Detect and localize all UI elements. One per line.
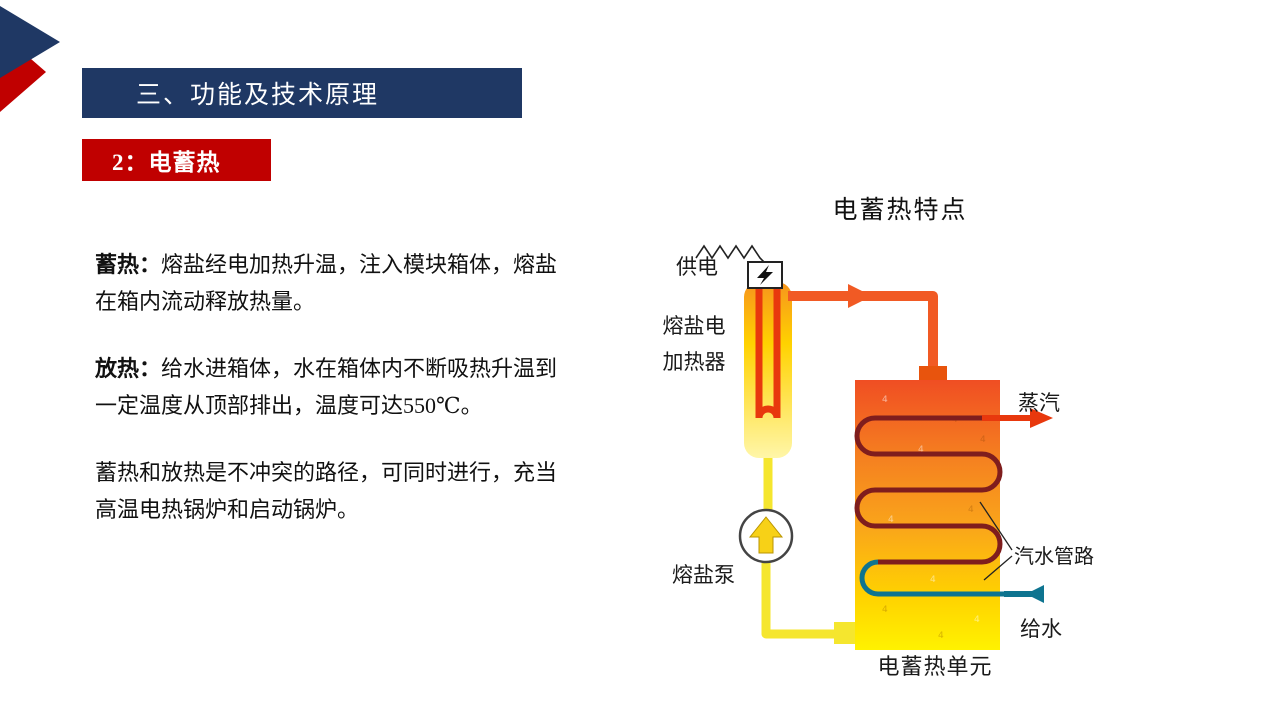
svg-text:4: 4 [980,435,986,445]
label-power: 供电 [676,255,718,279]
svg-text:4: 4 [882,395,888,405]
storage-tank-body [855,380,1000,650]
hot-pipe [788,291,938,386]
svg-text:4: 4 [882,605,888,615]
pipe-pointer-line-lower [983,555,1013,581]
cold-pipe-tab [834,622,860,644]
pump-arrow-icon [748,516,784,554]
paragraph-combined: 蓄热和放热是不冲突的路径，可同时进行，充当 高温电热锅炉和启动锅炉。 [95,454,620,528]
label-feedwater: 给水 [1020,617,1062,641]
heat-storage-diagram: 4 4 4 4 4 4 4 4 4 4 [630,190,1130,715]
label-unit: 电蓄热单元 [877,654,993,679]
steam-arrow [1030,408,1053,428]
paragraph-storage: 蓄热：熔盐经电加热升温，注入模块箱体，熔盐 在箱内流动释放热量。 [95,246,620,320]
tank-inlet-stub [919,366,947,382]
body-text: 蓄热：熔盐经电加热升温，注入模块箱体，熔盐 在箱内流动释放热量。 放热：给水进箱… [95,246,620,558]
pipe-pointer-line-upper [979,501,1013,551]
svg-text:4: 4 [918,445,924,455]
heater-element-utube [755,286,781,419]
topic-badge-label: 2：电蓄热 [112,150,221,175]
diagram-canvas: 4 4 4 4 4 4 4 4 4 4 [695,244,1053,650]
paragraph-release: 放热：给水进箱体，水在箱体内不断吸热升温到 一定温度从顶部排出，温度可达550℃… [95,350,620,424]
svg-text:4: 4 [888,515,894,525]
paragraph-release-lead: 放热： [95,356,162,381]
label-pump: 熔盐泵 [672,563,735,587]
label-pipe: 汽水管路 [1014,546,1094,568]
svg-text:4: 4 [930,575,936,585]
hot-pipe-arrow [848,284,872,308]
svg-text:4: 4 [974,615,980,625]
molten-salt-heater-body [744,282,792,458]
steam-water-coil [854,415,1003,565]
paragraph-release-text: 给水进箱体，水在箱体内不断吸热升温到 一定温度从顶部排出，温度可达550℃。 [95,356,558,418]
svg-text:4: 4 [938,631,944,641]
section-title: 三、功能及技术原理 [136,82,380,109]
paragraph-combined-text: 蓄热和放热是不冲突的路径，可同时进行，充当 高温电热锅炉和启动锅炉。 [95,460,558,522]
topic-badge: 2：电蓄热 [82,139,271,181]
label-steam: 蒸汽 [1018,391,1060,415]
cold-pipe-lower [761,562,860,639]
paragraph-storage-text: 熔盐经电加热升温，注入模块箱体，熔盐 在箱内流动释放热量。 [95,252,558,314]
power-zigzag-wire [695,244,766,264]
lightning-bolt-icon [757,265,773,285]
diagram-title: 电蓄热特点 [832,197,968,224]
section-title-banner: 三、功能及技术原理 [82,68,522,118]
feedwater-arrow [1026,585,1044,603]
feedwater-coil-section [859,559,1004,597]
label-heater: 熔盐电 加热器 [662,314,726,374]
svg-text:4: 4 [968,505,974,515]
paragraph-storage-lead: 蓄热： [95,252,162,277]
